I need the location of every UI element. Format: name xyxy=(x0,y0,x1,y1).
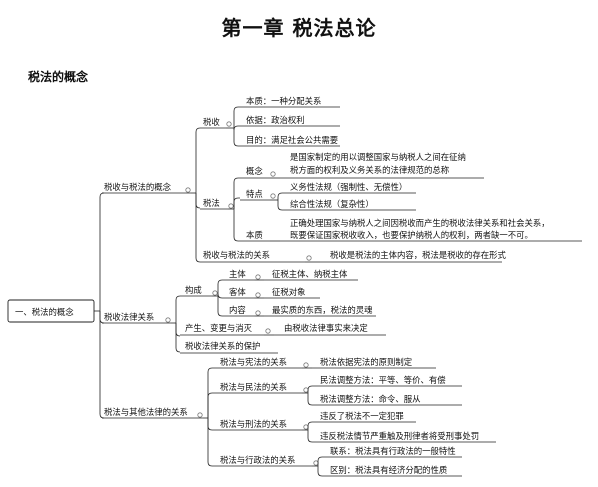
page-title: 第一章 税法总论 xyxy=(221,16,377,40)
collapse-toggle-icon xyxy=(303,387,309,393)
leaf-label: 征税对象 xyxy=(272,287,306,297)
leaf-label: 既要保证国家税收收入，也要保护纳税人的权利，两者缺一不可。 xyxy=(290,230,533,240)
connector-line xyxy=(307,393,314,406)
leaf-label: 目的：满足社会公共需要 xyxy=(246,135,338,145)
connector-line xyxy=(233,125,240,131)
connector-line xyxy=(217,296,224,317)
connector-line xyxy=(307,430,314,443)
collapse-toggle-icon xyxy=(313,460,319,466)
node-label: 客体 xyxy=(229,287,246,297)
node-label: 概念 xyxy=(246,166,263,176)
collapse-toggle-icon xyxy=(306,255,312,261)
leaf-label: 依据：政治权利 xyxy=(246,115,305,125)
connector-line xyxy=(233,177,240,209)
connector-line xyxy=(175,323,181,353)
node-label: 主体 xyxy=(229,269,246,279)
connector-line xyxy=(277,192,284,200)
connector-line xyxy=(217,293,224,299)
connector-line xyxy=(233,106,240,128)
collapse-toggle-icon xyxy=(303,362,309,368)
collapse-toggle-icon xyxy=(270,193,276,199)
leaf-label: 违反税法情节严重触及刑律者将受刑事处罚 xyxy=(320,431,479,441)
connector-line xyxy=(233,209,240,242)
connector-line xyxy=(207,418,214,431)
leaf-label: 本质：一种分配关系 xyxy=(246,96,321,106)
connector-line xyxy=(307,421,314,430)
leaf-label: 由税收法律事实来决定 xyxy=(284,323,368,333)
connector-line xyxy=(195,127,201,193)
connector-line xyxy=(307,385,314,393)
collapse-toggle-icon xyxy=(303,424,309,430)
connector-line xyxy=(233,197,240,209)
connector-line xyxy=(207,392,214,418)
collapse-toggle-icon xyxy=(226,121,232,127)
branch-label: 税法与其他法律的关系 xyxy=(104,407,188,417)
leaf-label: 税方面的权利及义务关系的法律规范的总称 xyxy=(290,165,450,175)
node-label: 特点 xyxy=(246,189,263,199)
connector-line xyxy=(317,466,324,477)
node-label: 内容 xyxy=(229,305,246,315)
collapse-toggle-icon xyxy=(212,290,218,296)
connector-line xyxy=(195,193,201,209)
connector-line xyxy=(233,128,240,147)
branch-label: 税收与税法的概念 xyxy=(104,182,172,192)
collapse-toggle-icon xyxy=(255,274,261,280)
node-label: 税法与宪法的关系 xyxy=(220,357,287,367)
connector-line xyxy=(277,200,284,211)
node-label: 税收与税法的关系 xyxy=(203,250,270,260)
collapse-toggle-icon xyxy=(185,187,191,193)
leaf-label: 税法依据宪法的原则制定 xyxy=(320,357,413,367)
connector-line xyxy=(99,192,105,311)
node-label: 产生、变更与消灭 xyxy=(185,323,253,333)
leaf-label: 综合性法规（复杂性） xyxy=(290,199,374,209)
section-title: 税法的概念 xyxy=(28,70,89,84)
collapse-toggle-icon xyxy=(270,171,276,177)
connector-line xyxy=(207,367,214,418)
connector-line xyxy=(207,418,214,467)
root-label: 一、税法的概念 xyxy=(15,307,74,317)
connector-line xyxy=(195,193,201,263)
node-label: 税法与行政法的关系 xyxy=(220,455,295,465)
node-label: 税法 xyxy=(203,198,220,208)
leaf-label: 正确处理国家与纳税人之间因税收而产生的税收法律关系和社会关系， xyxy=(290,218,550,228)
node-label: 本质 xyxy=(246,230,263,240)
node-label: 税收 xyxy=(203,117,220,127)
leaf-label: 义务性法规（强制性、无偿性） xyxy=(290,182,407,192)
connector-line xyxy=(317,456,324,466)
collapse-toggle-icon xyxy=(255,292,261,298)
collapse-toggle-icon xyxy=(255,310,261,316)
collapse-toggle-icon xyxy=(228,203,234,209)
branch-label: 税收法律关系 xyxy=(104,312,154,322)
leaf-label: 征税主体、纳税主体 xyxy=(272,269,348,279)
collapse-toggle-icon xyxy=(165,317,171,323)
node-label: 税法与民法的关系 xyxy=(220,382,287,392)
connector-line xyxy=(217,279,224,296)
leaf-label: 最实质的东西，税法的灵魂 xyxy=(272,305,373,315)
leaf-label: 区别：税法具有经济分配的性质 xyxy=(330,465,447,475)
leaf-label: 联系：税法具有行政法的一般特性 xyxy=(330,446,456,456)
node-label: 构成 xyxy=(185,285,202,295)
node-label: 税收法律关系的保护 xyxy=(185,341,260,351)
connector-line xyxy=(175,323,181,337)
node-label: 税法与刑法的关系 xyxy=(220,419,287,429)
leaf-label: 税收是税法的主体内容，税法是税收的存在形式 xyxy=(330,250,506,260)
collapse-toggle-icon xyxy=(197,412,203,418)
connector-line xyxy=(175,295,181,323)
connector-line xyxy=(99,311,105,419)
leaf-label: 民法调整方法：平等、等价、有偿 xyxy=(320,375,446,385)
leaf-label: 违反了税法不一定犯罪 xyxy=(320,411,404,421)
collapse-toggle-icon xyxy=(265,328,271,334)
leaf-label: 是国家制定的用以调整国家与纳税人之间在征纳 xyxy=(290,152,466,162)
leaf-label: 税法调整方法：命令、服从 xyxy=(320,394,421,404)
